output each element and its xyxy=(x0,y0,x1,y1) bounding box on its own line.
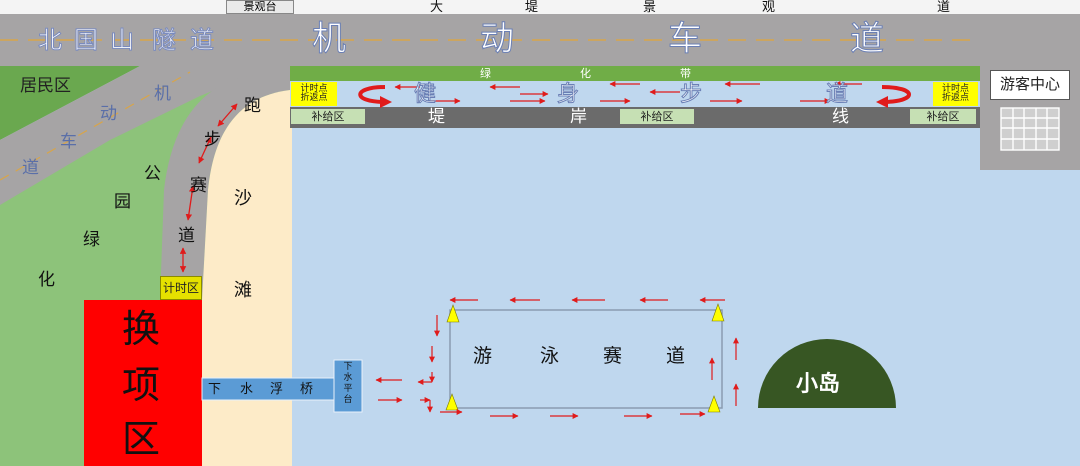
viewing-road-char: 景 xyxy=(643,0,657,15)
swim-course-char: 游 xyxy=(473,345,493,367)
fitness-char: 道 xyxy=(825,82,849,107)
buoy-bottom-right xyxy=(707,395,721,413)
parking-grid xyxy=(1000,107,1060,151)
island xyxy=(758,339,896,408)
viewing-road-char: 道 xyxy=(937,0,951,15)
diag-road-char: 道 xyxy=(22,158,39,178)
transition-char: 项 xyxy=(122,363,161,407)
running-track-arrows xyxy=(179,103,238,273)
float-bridge-char: 浮 xyxy=(270,382,284,397)
north-tunnel-char: 道 xyxy=(190,26,215,54)
entry-platform-char: 台 xyxy=(343,394,353,405)
residential-label: 居民区 xyxy=(20,76,71,96)
run-track-char: 跑 xyxy=(244,96,261,116)
visitor-center-label: 游客中心 xyxy=(990,70,1070,100)
park-char: 园 xyxy=(114,192,131,212)
u-turn-left-head xyxy=(380,96,392,108)
main-road-char: 动 xyxy=(480,19,515,59)
running-track xyxy=(160,74,290,300)
swim-course-char: 道 xyxy=(666,345,686,367)
north-tunnel-char: 国 xyxy=(74,26,99,54)
bank-char: 线 xyxy=(832,107,849,127)
main-road-char: 道 xyxy=(850,19,885,59)
viewing-road-char: 大 xyxy=(430,0,444,15)
fitness-char: 健 xyxy=(413,82,437,107)
park-char: 绿 xyxy=(83,230,100,250)
diag-road-char: 机 xyxy=(154,84,171,104)
entry-platform-char: 水 xyxy=(343,372,353,383)
main-road-char: 车 xyxy=(668,19,703,59)
float-bridge-char: 桥 xyxy=(300,382,314,397)
green-belt-char: 带 xyxy=(680,67,691,80)
buoy-top-left xyxy=(446,304,460,323)
park-char: 公 xyxy=(144,164,161,184)
north-tunnel-char: 山 xyxy=(110,26,135,54)
swim-course-char: 泳 xyxy=(540,345,560,367)
swim-course-arrows xyxy=(375,297,739,419)
main-road-char: 机 xyxy=(312,19,347,59)
fitness-char: 步 xyxy=(679,82,703,107)
diag-road-char: 车 xyxy=(60,132,77,152)
u-turn-right-head xyxy=(876,96,888,108)
viewing-platform: 景观台 xyxy=(226,0,294,14)
entry-platform-char: 平 xyxy=(343,383,353,394)
north-tunnel-char: 隧 xyxy=(152,26,177,54)
viewing-road-char: 观 xyxy=(762,0,776,15)
transition-char: 区 xyxy=(122,417,161,461)
turn-point-left: 计时点 折返点 xyxy=(291,82,337,106)
buoy-bottom-left xyxy=(445,393,459,411)
bank-char: 堤 xyxy=(428,107,445,127)
north-tunnel-char: 北 xyxy=(38,26,63,54)
turn-point-right: 计时点 折返点 xyxy=(933,82,978,106)
float-bridge-char: 水 xyxy=(240,382,254,397)
beach-char: 沙 xyxy=(234,188,252,209)
turn-point-left-line2: 折返点 xyxy=(300,93,328,103)
fitness-path-arrows xyxy=(394,81,862,104)
u-turn-right xyxy=(881,85,911,104)
beach xyxy=(202,90,292,466)
swim-course xyxy=(449,309,723,409)
green-belt-char: 化 xyxy=(580,67,591,80)
viewing-road-char: 堤 xyxy=(525,0,539,15)
fitness-char: 身 xyxy=(556,82,580,107)
run-track-char: 道 xyxy=(178,226,195,246)
diagonal-road-line xyxy=(0,71,191,181)
park-char: 化 xyxy=(38,270,55,290)
supply-zone-middle: 补给区 xyxy=(620,109,694,124)
turn-point-right-line2: 折返点 xyxy=(941,93,969,103)
turn-point-left-line1: 计时点 xyxy=(300,83,328,94)
diag-road-char: 动 xyxy=(100,104,117,124)
green-belt xyxy=(290,66,980,81)
transition-zone xyxy=(84,300,202,466)
float-bridge-char: 下 xyxy=(208,382,222,397)
u-turn-left xyxy=(358,85,386,104)
supply-zone-right: 补给区 xyxy=(910,109,976,124)
transition-char: 换 xyxy=(122,307,161,351)
swim-course-char: 赛 xyxy=(603,345,623,367)
fitness-path xyxy=(290,81,980,107)
beach-char: 滩 xyxy=(234,280,252,301)
turn-point-right-line1: 计时点 xyxy=(941,83,969,94)
green-belt-char: 绿 xyxy=(480,67,491,80)
float-bridge xyxy=(201,377,337,401)
top-strip xyxy=(0,0,1080,14)
bank-char: 岸 xyxy=(570,107,587,127)
run-track-char: 赛 xyxy=(190,176,207,196)
run-track-char: 步 xyxy=(204,130,221,150)
entry-platform xyxy=(333,359,363,413)
supply-zone-left: 补给区 xyxy=(291,109,365,124)
buoy-top-right xyxy=(711,303,725,322)
entry-platform-label: 下 水 平 台 xyxy=(334,362,362,406)
island-label: 小岛 xyxy=(796,372,841,397)
timing-zone: 计时区 xyxy=(160,276,202,300)
entry-platform-char: 下 xyxy=(343,362,353,372)
